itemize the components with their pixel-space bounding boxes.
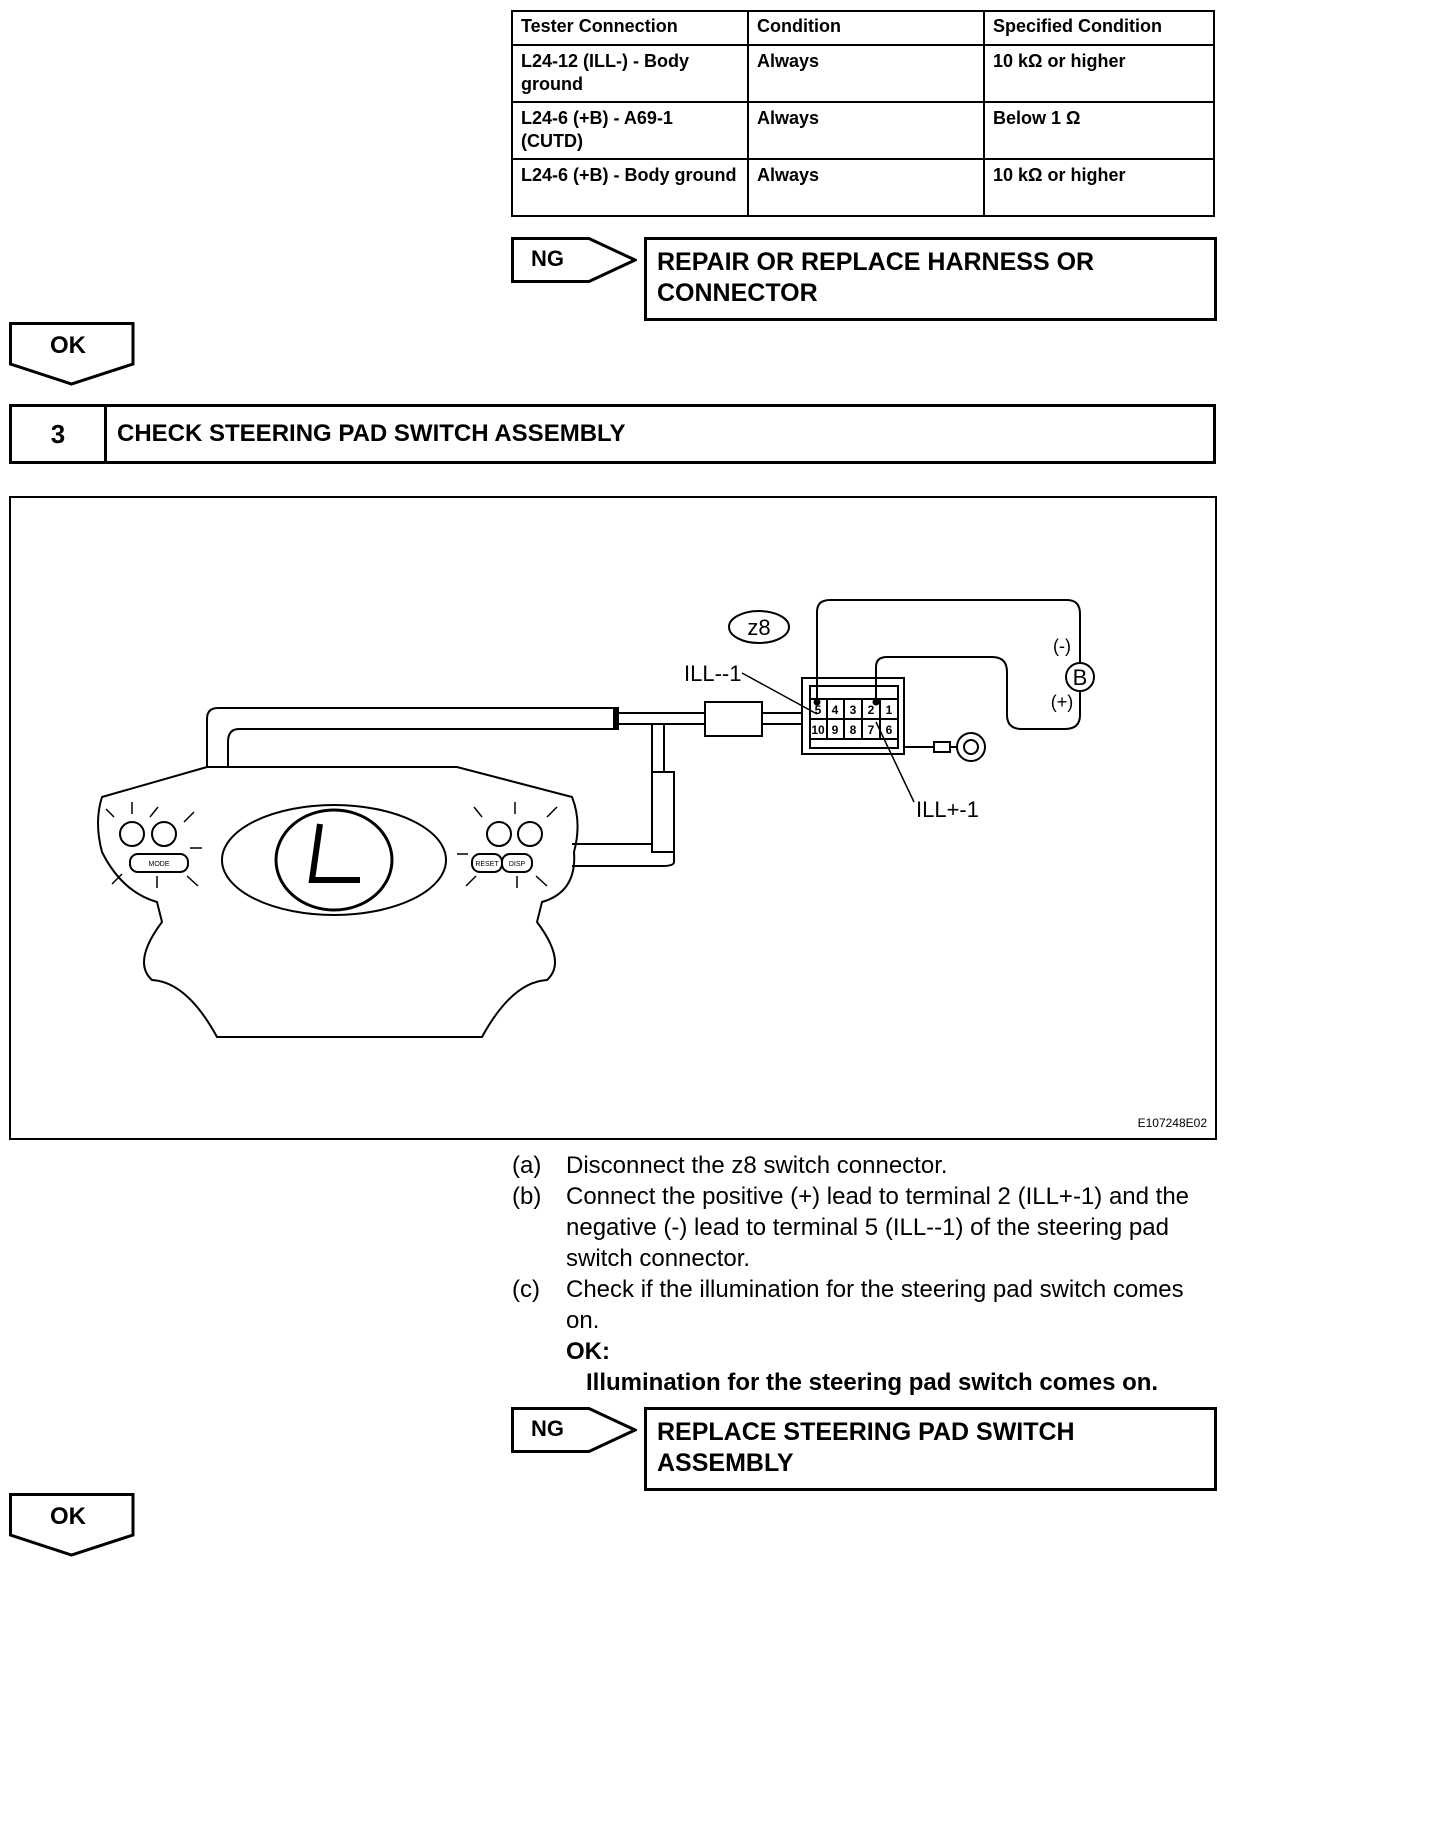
ng-result-replace-pad-switch: REPLACE STEERING PAD SWITCH ASSEMBLY — [644, 1407, 1217, 1491]
step-header: 3 CHECK STEERING PAD SWITCH ASSEMBLY — [9, 404, 1216, 464]
ok-tag: OK — [9, 1493, 135, 1557]
instruction-label: (b) — [512, 1183, 542, 1210]
pin-label: 9 — [832, 723, 839, 737]
pin-label: 2 — [868, 703, 875, 717]
instructions: (a) Disconnect the z8 switch connector. … — [512, 1150, 1217, 1398]
ok-arrow-shape — [9, 322, 135, 386]
ok-tag: OK — [9, 322, 135, 386]
ill-minus-label: ILL--1 — [684, 661, 741, 686]
pin-label: 8 — [850, 723, 857, 737]
instruction-text: Disconnect the z8 switch connector. — [566, 1152, 948, 1179]
pin-label: 3 — [850, 703, 857, 717]
disp-button-label: DISP — [509, 861, 526, 868]
table-cell: Always — [747, 44, 985, 103]
table-header: Condition — [747, 10, 985, 46]
steering-pad-diagram: z8 ILL--1 ILL+-1 B (-) (+) 5 4 3 2 1 10 … — [97, 599, 1095, 1038]
reset-button-label: RESET — [475, 861, 499, 868]
spec-table: Tester Connection Condition Specified Co… — [511, 10, 1215, 217]
ok-label: OK — [50, 332, 86, 359]
diagram-figure: z8 ILL--1 ILL+-1 B (-) (+) 5 4 3 2 1 10 … — [9, 496, 1217, 1140]
pin-label: 5 — [815, 703, 822, 717]
table-cell: Always — [747, 101, 985, 160]
mode-button-label: MODE — [149, 861, 170, 868]
step-title: CHECK STEERING PAD SWITCH ASSEMBLY — [117, 420, 626, 447]
table-header: Specified Condition — [983, 10, 1215, 46]
table-row: L24-6 (+B) - A69-1 (CUTD) Always Below 1… — [511, 101, 1215, 160]
table-cell: L24-6 (+B) - A69-1 (CUTD) — [511, 101, 749, 160]
table-cell: Always — [747, 158, 985, 217]
table-header: Tester Connection — [511, 10, 749, 46]
connector-name-label: z8 — [747, 615, 770, 640]
ill-plus-label: ILL+-1 — [916, 797, 979, 822]
battery-plus-label: (+) — [1051, 692, 1074, 712]
pin-label: 7 — [868, 723, 875, 737]
ng-tag: NG — [511, 237, 639, 283]
ng-tag: NG — [511, 1407, 639, 1453]
instruction-item: (a) Disconnect the z8 switch connector. — [512, 1150, 1217, 1181]
ng-arrow-shape — [511, 1407, 639, 1453]
table-cell: L24-6 (+B) - Body ground — [511, 158, 749, 217]
figure-code: E107248E02 — [1137, 1116, 1207, 1130]
ng-label: NG — [531, 246, 564, 271]
step-number: 3 — [12, 407, 107, 461]
table-cell: 10 kΩ or higher — [983, 158, 1215, 217]
ng-result-repair-harness: REPAIR OR REPLACE HARNESS OR CONNECTOR — [644, 237, 1217, 321]
ok-spec-value: Illumination for the steering pad switch… — [586, 1369, 1159, 1396]
pin-label: 4 — [832, 703, 839, 717]
table-cell: 10 kΩ or higher — [983, 44, 1215, 103]
ng-label: NG — [531, 1416, 564, 1441]
ok-label: OK — [50, 1503, 86, 1530]
pin-label: 10 — [811, 723, 825, 737]
instruction-text: Check if the illumination for the steeri… — [566, 1276, 1184, 1334]
ok-spec-label: OK: — [566, 1338, 610, 1365]
instruction-item: (c) Check if the illumination for the st… — [512, 1274, 1217, 1336]
instruction-item: (b) Connect the positive (+) lead to ter… — [512, 1181, 1217, 1274]
table-header-row: Tester Connection Condition Specified Co… — [511, 10, 1215, 46]
battery-label: B — [1073, 665, 1088, 690]
ng-arrow-shape — [511, 237, 639, 283]
table-row: L24-6 (+B) - Body ground Always 10 kΩ or… — [511, 158, 1215, 217]
battery-minus-label: (-) — [1053, 636, 1071, 656]
instruction-label: (a) — [512, 1152, 542, 1179]
ok-arrow-shape — [9, 1493, 135, 1557]
instruction-text: Connect the positive (+) lead to termina… — [566, 1183, 1190, 1272]
instruction-label: (c) — [512, 1276, 540, 1303]
table-cell: Below 1 Ω — [983, 101, 1215, 160]
table-row: L24-12 (ILL-) - Body ground Always 10 kΩ… — [511, 44, 1215, 103]
pin-label: 6 — [886, 723, 893, 737]
table-cell: L24-12 (ILL-) - Body ground — [511, 44, 749, 103]
pin-label: 1 — [886, 703, 893, 717]
